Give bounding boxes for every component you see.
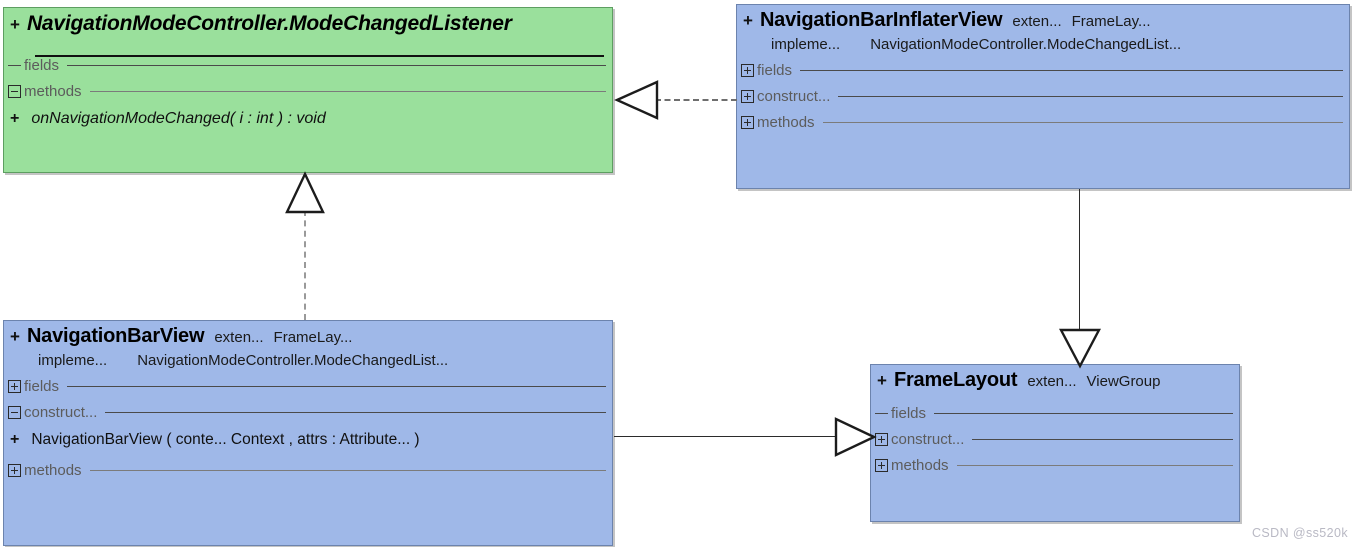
plus-expander-icon[interactable] — [8, 463, 21, 477]
plus-expander-icon[interactable] — [875, 458, 888, 472]
member-visibility: + — [10, 110, 20, 127]
extends-keyword: exten... — [214, 329, 264, 346]
class-header: + FrameLayout exten... ViewGroup — [871, 365, 1239, 394]
method-signature: onNavigationModeChanged( i : int ) : voi… — [31, 110, 326, 127]
plus-expander-icon[interactable] — [741, 63, 754, 77]
class-box-navigation-bar-inflater-view[interactable]: + NavigationBarInflaterView exten... Fra… — [736, 4, 1350, 189]
collapse-dash-icon — [8, 59, 21, 72]
implements-line: impleme... NavigationModeController.Mode… — [4, 350, 612, 373]
implements-type: NavigationModeController.ModeChangedList… — [137, 352, 449, 369]
minus-expander-icon[interactable] — [8, 84, 21, 98]
section-divider — [67, 385, 606, 387]
section-label-fields: fields — [24, 377, 60, 395]
section-divider — [89, 90, 606, 92]
section-label-methods: methods — [24, 82, 82, 100]
class-box-mode-changed-listener[interactable]: + NavigationModeController.ModeChangedLi… — [3, 7, 613, 173]
section-label-methods: methods — [891, 456, 949, 474]
visibility-marker: + — [877, 371, 887, 390]
solid-connector-line — [614, 436, 838, 437]
section-row-construct[interactable]: construct... — [737, 83, 1349, 109]
section-row-fields[interactable]: fields — [4, 373, 612, 399]
section-divider — [838, 95, 1343, 97]
plus-expander-icon[interactable] — [741, 89, 754, 103]
section-divider — [89, 469, 606, 471]
collapse-dash-icon — [875, 407, 888, 420]
implements-keyword: impleme... — [771, 36, 841, 53]
section-label-construct: construct... — [891, 430, 965, 448]
visibility-marker: + — [10, 15, 20, 34]
minus-expander-icon[interactable] — [8, 405, 21, 419]
hollow-triangle-arrowhead-left — [614, 80, 659, 120]
class-name: FrameLayout — [893, 369, 1018, 391]
extends-keyword: exten... — [1027, 373, 1077, 390]
visibility-marker: + — [10, 327, 20, 346]
extends-type: FrameLay... — [273, 329, 353, 346]
visibility-marker: + — [743, 11, 753, 30]
watermark-text: CSDN @ss520k — [1252, 526, 1348, 540]
section-label-fields: fields — [757, 61, 793, 79]
hollow-triangle-arrowhead-down — [1059, 328, 1101, 369]
section-row-construct[interactable]: construct... — [4, 399, 612, 425]
section-row-methods[interactable]: methods — [4, 78, 612, 104]
method-row[interactable]: + onNavigationModeChanged( i : int ) : v… — [4, 104, 612, 130]
member-visibility: + — [10, 431, 20, 448]
section-row-fields[interactable]: fields — [4, 52, 612, 78]
section-row-methods[interactable]: methods — [4, 457, 612, 483]
dashed-connector-line — [655, 99, 737, 101]
section-row-methods[interactable]: methods — [871, 452, 1239, 478]
constructor-row[interactable]: + NavigationBarView ( conte... Context ,… — [4, 425, 612, 457]
section-label-construct: construct... — [757, 87, 831, 105]
extends-keyword: exten... — [1012, 13, 1062, 30]
implements-keyword: impleme... — [38, 352, 108, 369]
extends-type: ViewGroup — [1086, 373, 1161, 390]
hollow-triangle-arrowhead-up — [285, 171, 325, 214]
class-name: NavigationModeController.ModeChangedList… — [26, 12, 512, 35]
class-header: + NavigationBarInflaterView exten... Fra… — [737, 5, 1349, 34]
section-label-methods: methods — [757, 113, 815, 131]
section-label-fields: fields — [891, 404, 927, 422]
section-label-fields: fields — [24, 56, 60, 74]
section-divider — [67, 64, 606, 66]
section-label-methods: methods — [24, 461, 82, 479]
implements-type: NavigationModeController.ModeChangedList… — [870, 36, 1182, 53]
constructor-signature: NavigationBarView ( conte... Context , a… — [31, 431, 420, 448]
class-header: + NavigationModeController.ModeChangedLi… — [4, 8, 612, 38]
section-label-construct: construct... — [24, 403, 98, 421]
section-divider — [934, 412, 1233, 414]
section-divider — [956, 464, 1233, 466]
section-row-methods[interactable]: methods — [737, 109, 1349, 135]
section-divider — [105, 411, 606, 413]
implements-line: impleme... NavigationModeController.Mode… — [737, 34, 1349, 57]
hollow-triangle-arrowhead-right — [834, 417, 877, 457]
class-name: NavigationBarInflaterView — [759, 9, 1003, 31]
class-header: + NavigationBarView exten... FrameLay... — [4, 321, 612, 350]
plus-expander-icon[interactable] — [741, 115, 754, 129]
extends-type: FrameLay... — [1071, 13, 1151, 30]
plus-expander-icon[interactable] — [875, 432, 888, 446]
class-name: NavigationBarView — [26, 325, 205, 347]
section-divider — [822, 121, 1343, 123]
class-box-navigation-bar-view[interactable]: + NavigationBarView exten... FrameLay...… — [3, 320, 613, 546]
title-underline — [35, 55, 604, 57]
section-row-fields[interactable]: fields — [871, 400, 1239, 426]
dashed-connector-line — [304, 210, 306, 320]
section-divider — [800, 69, 1343, 71]
section-row-fields[interactable]: fields — [737, 57, 1349, 83]
plus-expander-icon[interactable] — [8, 379, 21, 393]
class-box-frame-layout[interactable]: + FrameLayout exten... ViewGroup fields … — [870, 364, 1240, 522]
section-divider — [972, 438, 1233, 440]
solid-connector-line — [1079, 189, 1080, 332]
section-row-construct[interactable]: construct... — [871, 426, 1239, 452]
